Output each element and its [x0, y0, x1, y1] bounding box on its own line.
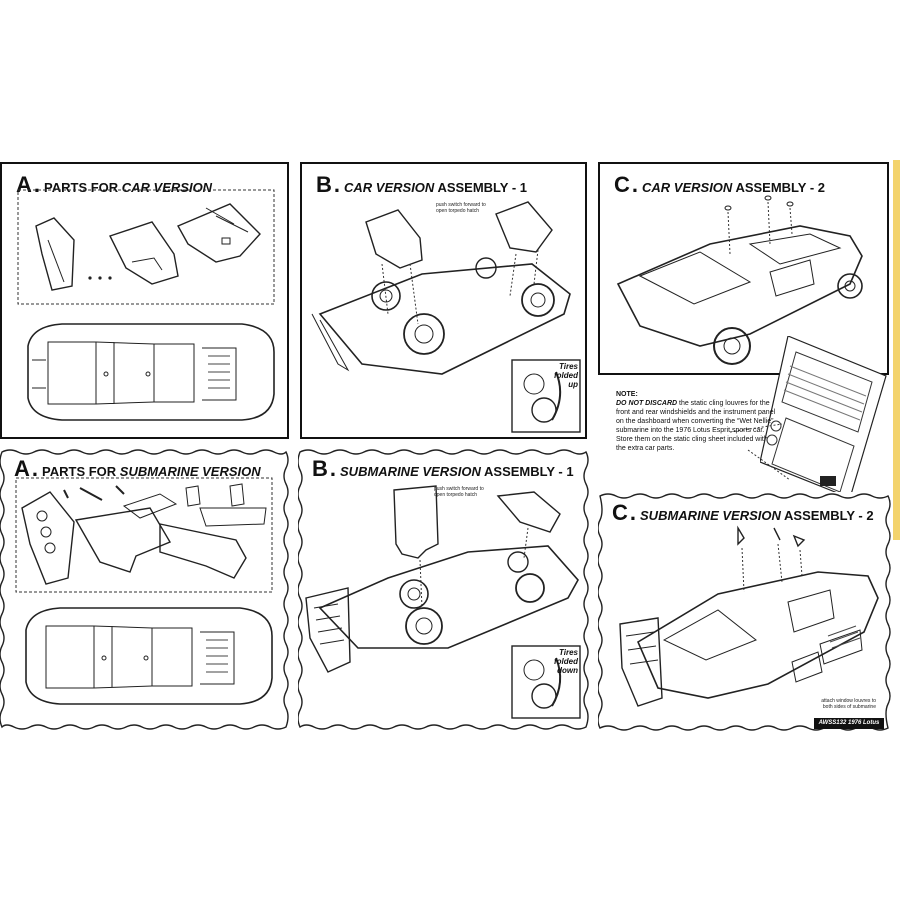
- callout-push-switch: push switch forward to open torpedo hatc…: [434, 486, 484, 498]
- product-tag: AWSS132 1976 Lotus Esprit: [814, 718, 884, 737]
- wavy-border: [598, 493, 891, 731]
- panel-title: A.PARTS FOR SUBMARINE VERSION: [14, 456, 261, 481]
- panel-title: C.SUBMARINE VERSION ASSEMBLY - 2: [612, 500, 874, 525]
- callout-tires-folded-up: Tires folded up: [554, 362, 578, 389]
- car-complete-illustration: [616, 195, 863, 365]
- panel-b-submarine-assembly-1: B.SUBMARINE VERSION ASSEMBLY - 1 push sw…: [298, 448, 589, 731]
- panel-b-car-assembly-1: B.CAR VERSION ASSEMBLY - 1 push switch f…: [300, 162, 587, 439]
- static-cling-sheet: [760, 336, 887, 499]
- car-parts-illustration: [17, 189, 275, 421]
- submarine-complete-illustration: [619, 525, 879, 707]
- storage-note: NOTE: DO NOT DISCARD the static cling lo…: [616, 391, 776, 452]
- panel-title: B.SUBMARINE VERSION ASSEMBLY - 1: [312, 456, 574, 481]
- panel-title: B.CAR VERSION ASSEMBLY - 1: [316, 172, 528, 197]
- panel-c-car-assembly-2: C.CAR VERSION ASSEMBLY - 2: [598, 162, 889, 375]
- panel-title: A.PARTS FOR CAR VERSION: [16, 172, 213, 197]
- panel-title: C.CAR VERSION ASSEMBLY - 2: [614, 172, 826, 197]
- wavy-border: [298, 449, 589, 730]
- car-assembly-illustration: [311, 201, 581, 433]
- page-edge-tab: [893, 160, 900, 540]
- panel-c-submarine-assembly-2: C.SUBMARINE VERSION ASSEMBLY - 2 attach …: [598, 492, 891, 732]
- wavy-border: [0, 449, 289, 730]
- callout-attach-louvres: attach window louvres to both sides of s…: [821, 698, 876, 710]
- callout-tires-folded-down: Tires folded down: [554, 648, 578, 675]
- panel-a-submarine-parts: A.PARTS FOR SUBMARINE VERSION: [0, 448, 289, 731]
- callout-push-switch: push switch forward to open torpedo hatc…: [436, 202, 486, 214]
- submarine-parts-illustration: [15, 477, 273, 705]
- submarine-assembly-illustration: [305, 485, 581, 719]
- panel-a-car-parts: A.PARTS FOR CAR VERSION: [0, 162, 289, 439]
